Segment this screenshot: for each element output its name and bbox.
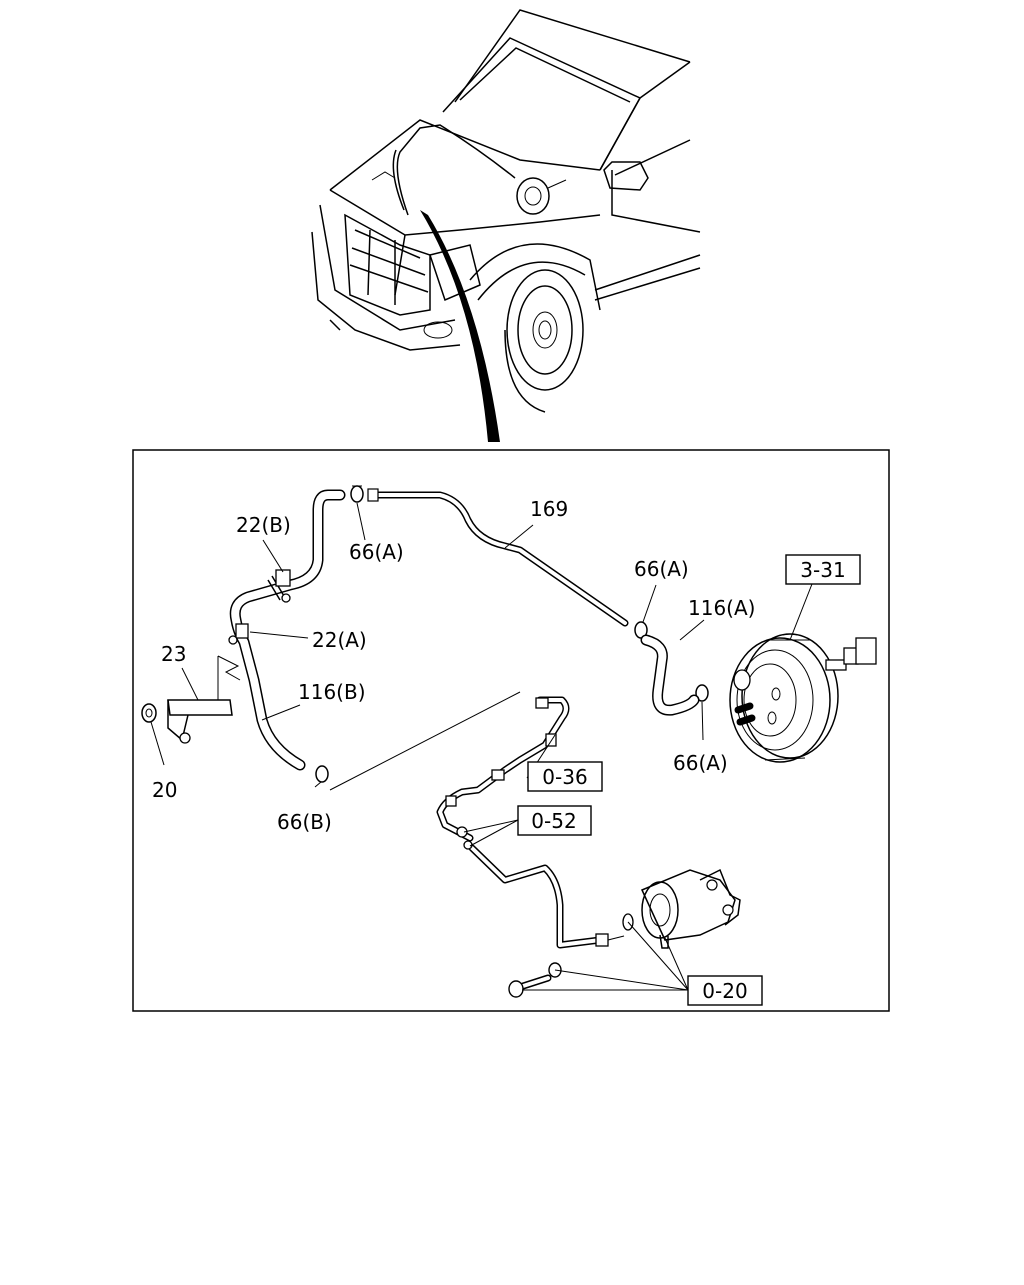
svg-text:0-36: 0-36: [542, 765, 587, 789]
hose-116a: [640, 634, 700, 716]
brake-booster: [729, 633, 877, 763]
clip-22b: [275, 569, 291, 603]
label-169: 169: [530, 497, 568, 521]
vacuum-pipe: [436, 696, 625, 949]
clamp-66b: [315, 765, 329, 783]
hose-169: [367, 488, 629, 627]
label-66a-top: 66(A): [349, 540, 404, 564]
detail-frame: [132, 449, 890, 1012]
svg-text:3-31: 3-31: [800, 558, 845, 582]
nut-20: [141, 703, 157, 723]
label-66b: 66(B): [277, 810, 332, 834]
label-20: 20: [152, 778, 177, 802]
leader-lines: [150, 502, 813, 991]
label-66a-bottom: 66(A): [673, 751, 728, 775]
clamp-66a-top: [350, 485, 364, 503]
ref-3-31: 3-31: [785, 554, 861, 585]
label-66a-right: 66(A): [634, 557, 689, 581]
ref-0-20: 0-20: [687, 975, 763, 1006]
svg-text:0-20: 0-20: [702, 979, 747, 1003]
label-22a: 22(A): [312, 628, 367, 652]
svg-text:0-52: 0-52: [531, 809, 576, 833]
label-116a: 116(A): [688, 596, 755, 620]
label-116b: 116(B): [298, 680, 366, 704]
bracket-23: [167, 655, 241, 744]
vehicle-illustration: [311, 9, 701, 442]
ref-0-36: 0-36: [527, 761, 603, 792]
label-22b: 22(B): [236, 513, 291, 537]
clamp-66a-bottom: [695, 684, 709, 702]
label-23: 23: [161, 642, 186, 666]
clip-22a: [228, 623, 249, 645]
ref-0-52: 0-52: [517, 805, 592, 836]
